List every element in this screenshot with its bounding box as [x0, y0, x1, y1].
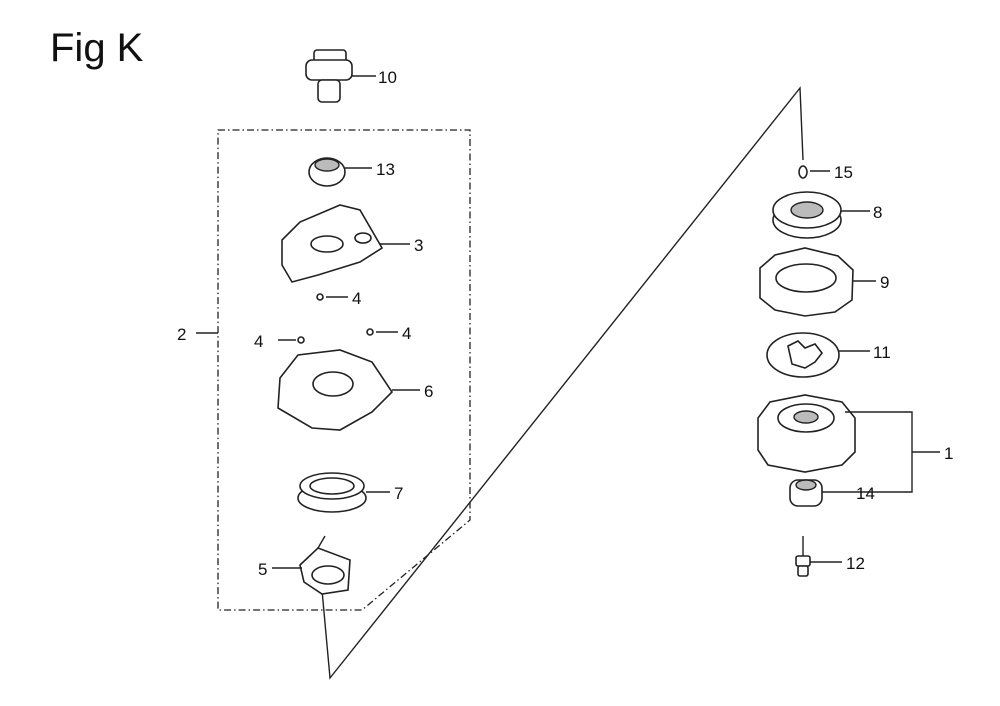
part-4-ball-upper: [316, 293, 348, 301]
part-3-plate: [281, 204, 410, 283]
callout-4-left: 4: [254, 332, 263, 351]
part-10-bushing: [305, 49, 376, 103]
callout-5: 5: [258, 560, 267, 579]
callout-2: 2: [177, 325, 186, 344]
part-12-screw: [795, 536, 842, 577]
callout-6: 6: [424, 382, 433, 401]
part-7-spring: [297, 472, 390, 513]
callout-3: 3: [414, 236, 423, 255]
part-5-clip: [272, 535, 351, 595]
part-13-bearing: [308, 157, 372, 187]
callout-12: 12: [846, 554, 865, 573]
callout-9: 9: [880, 273, 889, 292]
callout-8: 8: [873, 203, 882, 222]
part-15-pin: [798, 165, 830, 179]
part-11-gear-plate: [766, 332, 870, 378]
callout-11: 11: [873, 343, 891, 362]
callout-10: 10: [378, 68, 397, 87]
callout-13: 13: [376, 160, 395, 179]
callout-1: 1: [944, 444, 953, 463]
callout-15: 15: [834, 163, 853, 182]
part-1-main-housing: [757, 394, 940, 493]
part-6-plate: [277, 349, 420, 431]
callout-4-upper: 4: [352, 289, 361, 308]
part-9-ring: [759, 247, 876, 317]
callout-4-right: 4: [402, 324, 411, 343]
part-8-housing: [772, 191, 870, 239]
part-4-ball-right: [366, 328, 398, 336]
connector-lines: [321, 86, 804, 680]
assembly-2-boundary: [217, 129, 471, 611]
callout-7: 7: [394, 484, 403, 503]
figure-title: Fig K: [50, 26, 144, 70]
part-4-ball-left: [278, 336, 305, 344]
callout-14: 14: [856, 484, 875, 503]
part-14-bearing: [789, 479, 852, 507]
